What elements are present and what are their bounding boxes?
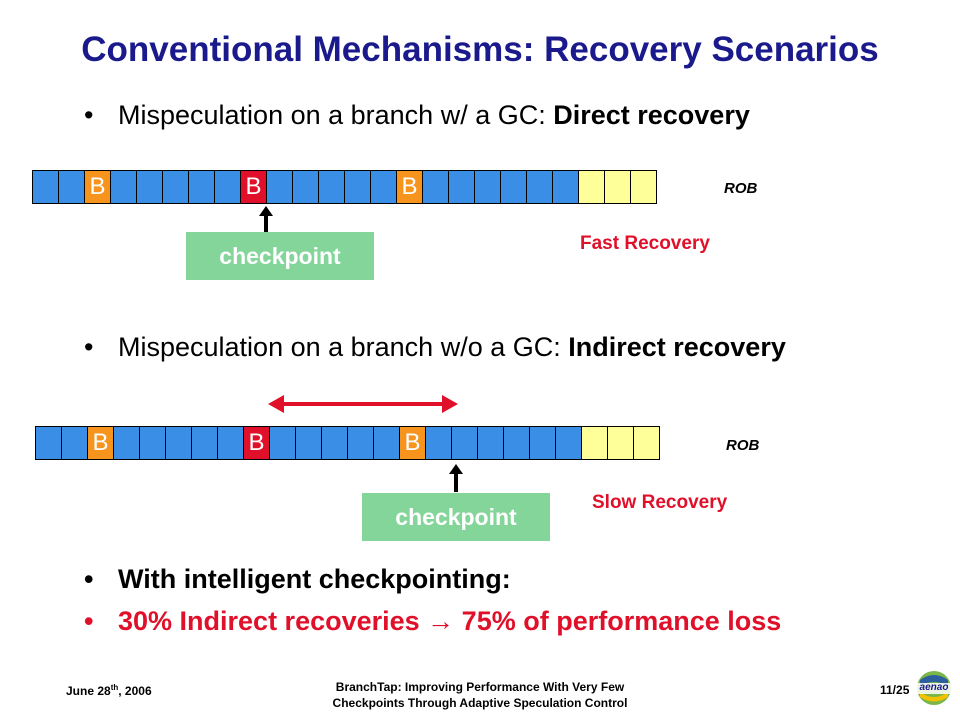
rob-branch-entry: B — [241, 170, 267, 204]
bullet-dot: • — [84, 606, 94, 636]
aenao-logo-text: aenao — [919, 682, 949, 693]
rob-entry — [59, 170, 85, 204]
rob-entry — [189, 170, 215, 204]
footer-date-sup: th — [110, 683, 119, 692]
aenao-logo: aenao — [914, 666, 954, 710]
rob-entry — [163, 170, 189, 204]
rob-entry — [452, 426, 478, 460]
rob-entry — [218, 426, 244, 460]
bullet-text-pre: 30% Indirect recoveries — [118, 606, 428, 636]
rob-entry — [33, 170, 59, 204]
bullet-text: With intelligent checkpointing: — [118, 564, 511, 594]
rob-branch-entry: B — [85, 170, 111, 204]
bullet-direct-recovery: • Mispeculation on a branch w/ a GC: Dir… — [84, 100, 750, 131]
rob-label: ROB — [724, 180, 758, 197]
rob-entry — [556, 426, 582, 460]
rob-entry — [215, 170, 241, 204]
bullet-bold-text: Indirect recovery — [568, 332, 786, 362]
bullet-indirect-recovery: • Mispeculation on a branch w/o a GC: In… — [84, 332, 786, 363]
rob-entry — [426, 426, 452, 460]
footer-title: BranchTap: Improving Performance With Ve… — [300, 679, 660, 711]
rob-entry — [322, 426, 348, 460]
double-arrow-icon — [268, 395, 458, 413]
aenao-logo-graphic — [916, 671, 952, 705]
rob-entry — [62, 426, 88, 460]
bullet-dot: • — [84, 564, 94, 594]
rob-entry — [371, 170, 397, 204]
rob-entry — [114, 426, 140, 460]
rob-entry — [319, 170, 345, 204]
footer-date-text: June 28 — [66, 684, 111, 698]
checkpoint-box-indirect: checkpoint — [362, 493, 550, 541]
bullet-bold-text: Direct recovery — [553, 100, 750, 130]
rob-entry — [270, 426, 296, 460]
rob-entry — [605, 170, 631, 204]
rob-branch-entry: B — [244, 426, 270, 460]
rob-entry — [192, 426, 218, 460]
rob-entry — [579, 170, 605, 204]
fast-recovery-label: Fast Recovery — [580, 233, 710, 254]
rob-entry — [111, 170, 137, 204]
rob-entry — [475, 170, 501, 204]
right-arrow-icon: → — [427, 606, 455, 636]
up-arrow-icon — [449, 464, 463, 492]
rob-entry — [449, 170, 475, 204]
footer-title-line1: BranchTap: Improving Performance With Ve… — [335, 680, 625, 694]
rob-entry — [36, 426, 62, 460]
slide-title: Conventional Mechanisms: Recovery Scenar… — [81, 30, 879, 69]
footer-date-year: , 2006 — [118, 684, 152, 698]
rob-entry — [634, 426, 660, 460]
rob-entry — [423, 170, 449, 204]
rob-entry — [478, 426, 504, 460]
rob-entry — [137, 170, 163, 204]
rob-entry — [374, 426, 400, 460]
rob-entry — [530, 426, 556, 460]
bullet-intelligent-checkpointing: • With intelligent checkpointing: — [84, 564, 511, 595]
rob-entry — [608, 426, 634, 460]
rob-entry — [293, 170, 319, 204]
rob-branch-entry: B — [400, 426, 426, 460]
rob-branch-entry: B — [397, 170, 423, 204]
up-arrow-icon — [259, 206, 273, 234]
rob-entry — [631, 170, 657, 204]
rob-entry — [504, 426, 530, 460]
rob-branch-entry: B — [88, 426, 114, 460]
bullet-dot: • — [84, 100, 94, 130]
footer-page-number: 11/25 — [880, 683, 910, 697]
rob-entry — [166, 426, 192, 460]
slow-recovery-label: Slow Recovery — [592, 492, 728, 513]
rob-entry — [553, 170, 579, 204]
rob-entry — [140, 426, 166, 460]
footer-title-line2: Checkpoints Through Adaptive Speculation… — [332, 696, 628, 710]
bullet-text-post: 75% of performance loss — [454, 606, 782, 636]
rob-entry — [527, 170, 553, 204]
rob-entry — [296, 426, 322, 460]
bullet-text: Mispeculation on a branch w/ a GC: — [118, 100, 554, 130]
rob-entry — [348, 426, 374, 460]
checkpoint-box-direct: checkpoint — [186, 232, 374, 280]
bullet-performance-loss: • 30% Indirect recoveries → 75% of perfo… — [84, 606, 782, 637]
footer-date: June 28th, 2006 — [66, 683, 152, 698]
rob-entry — [582, 426, 608, 460]
bullet-dot: • — [84, 332, 94, 362]
rob-entry — [267, 170, 293, 204]
rob-entry — [501, 170, 527, 204]
bullet-text: Mispeculation on a branch w/o a GC: — [118, 332, 569, 362]
rob-label: ROB — [726, 437, 760, 454]
rob-entry — [345, 170, 371, 204]
